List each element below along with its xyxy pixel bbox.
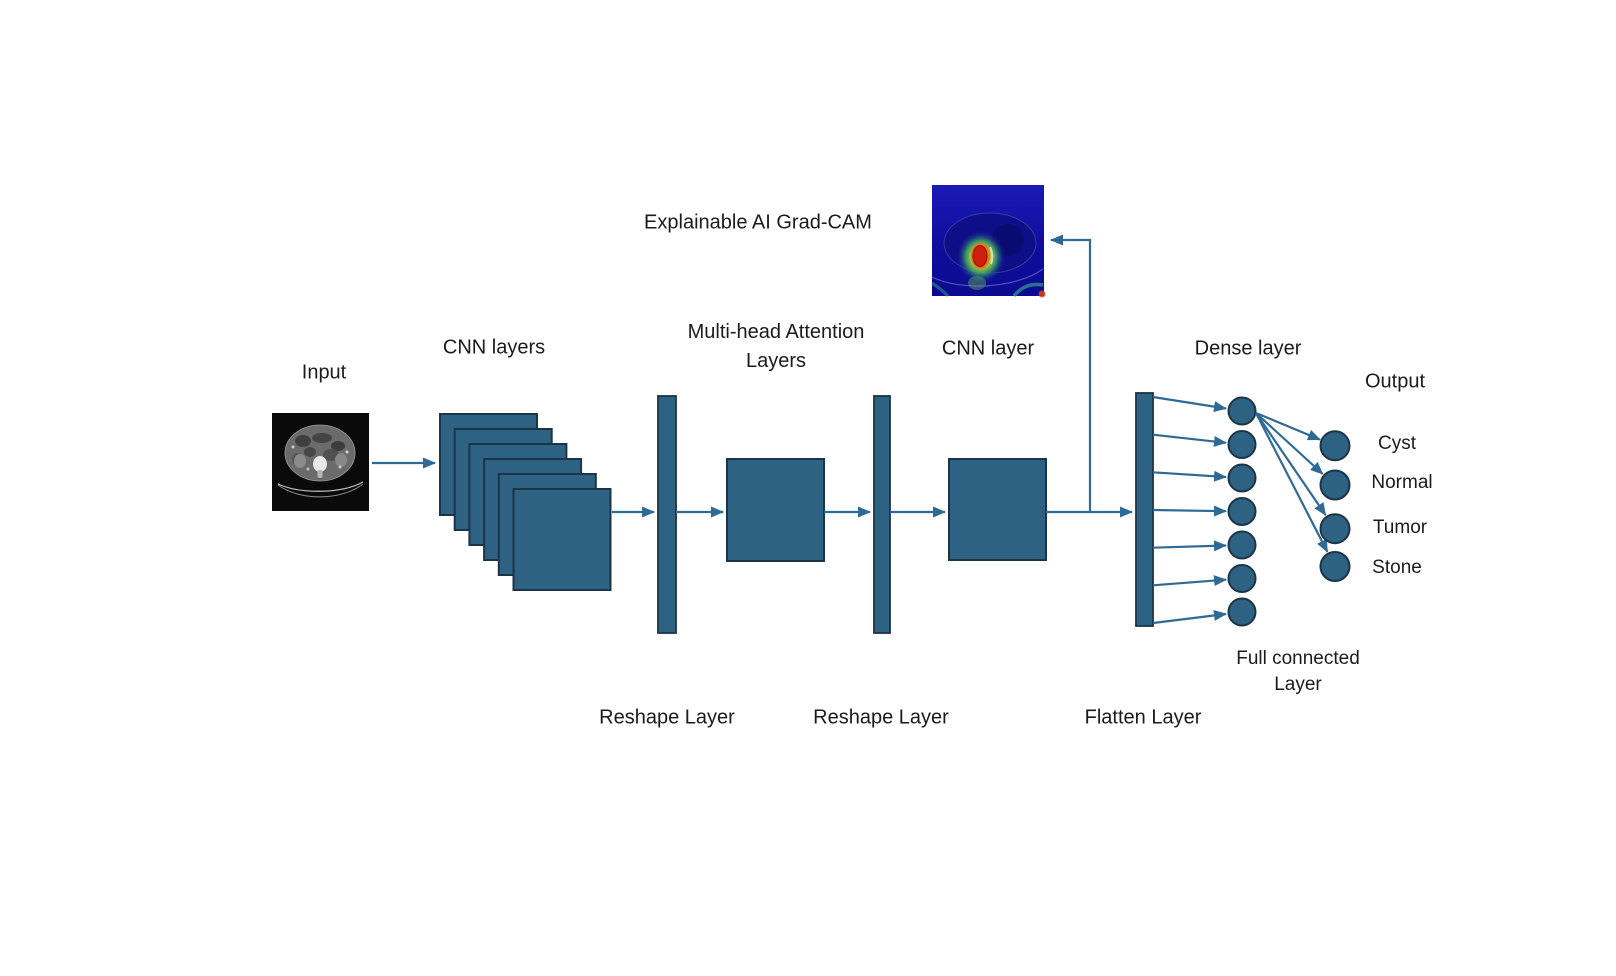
dense-neuron: [1227, 463, 1257, 493]
flatten-to-dense-arrows: [1152, 395, 1227, 625]
dense-neuron: [1227, 597, 1257, 627]
flatten-layer-label: Flatten Layer: [1084, 706, 1202, 729]
dense-neuron: [1227, 564, 1257, 593]
reshape-layer-1-label: Reshape Layer: [599, 706, 735, 729]
dense-layer-neurons: [1227, 396, 1257, 627]
output-class-label-stone: Stone: [1372, 557, 1422, 578]
output-class-label-tumor: Tumor: [1372, 517, 1428, 538]
output-class-label-normal: Normal: [1371, 472, 1433, 493]
cnn-layers-stack: [439, 413, 612, 591]
reshape-layer-2-bar: [873, 395, 891, 634]
attention-block: [726, 458, 825, 562]
cnn-layer-block: [948, 458, 1047, 561]
flatten-layer-bar: [1135, 392, 1154, 627]
input-ct-image: [272, 413, 369, 511]
output-neuron-cyst: [1319, 430, 1351, 462]
output-label: Output: [1364, 370, 1426, 393]
full-connected-layer-label-line2: Layer: [1274, 674, 1322, 695]
multi-head-attention-label: Multi-head Attention Layers: [688, 318, 865, 376]
full-connected-layer-label-line1: Full connected: [1236, 648, 1360, 669]
dense-neuron: [1227, 530, 1257, 560]
output-class-label-cyst: Cyst: [1378, 433, 1416, 454]
explainable-ai-gradcam-label: Explainable AI Grad-CAM: [644, 211, 872, 234]
cnn-layer-label: CNN layer: [941, 337, 1035, 360]
gradcam-image: [931, 185, 1046, 298]
output-neuron-tumor: [1319, 513, 1351, 545]
multi-head-attention-label-line2: Layers: [745, 350, 807, 372]
output-neurons: [1319, 430, 1351, 582]
dense-neuron: [1227, 497, 1257, 526]
input-label: Input: [301, 361, 347, 384]
multi-head-attention-label-line1: Multi-head Attention: [687, 321, 865, 343]
arrow-to-gradcam: [1050, 234, 1092, 512]
dense-neuron: [1227, 430, 1257, 459]
dense-layer-label: Dense layer: [1194, 337, 1302, 360]
dense-to-output-arrows: [1255, 411, 1329, 553]
reshape-layer-1-bar: [657, 395, 677, 634]
output-neuron-normal: [1319, 469, 1351, 501]
dense-neuron: [1227, 396, 1257, 426]
full-connected-layer-label: Full connected Layer: [1236, 646, 1360, 698]
output-neuron-stone: [1319, 551, 1351, 582]
reshape-layer-2-label: Reshape Layer: [813, 706, 949, 729]
cnn-layers-label: CNN layers: [442, 336, 546, 359]
